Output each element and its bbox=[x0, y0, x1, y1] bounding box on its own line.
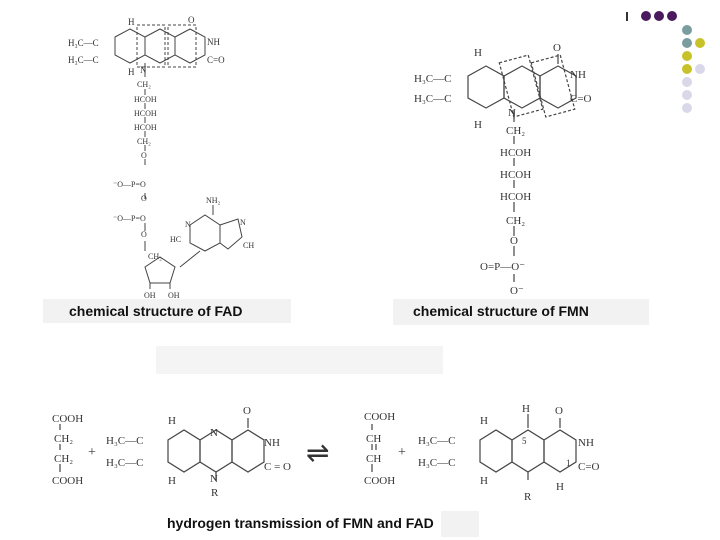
fum-ch-2: CH bbox=[366, 453, 381, 465]
ox-n-top: N bbox=[210, 427, 218, 439]
fmn-co: C=O bbox=[570, 93, 592, 105]
red-nh: NH bbox=[578, 437, 594, 449]
fmn-o-link: O bbox=[510, 235, 518, 247]
fad-hcoh-3: HCOH bbox=[134, 123, 157, 132]
fad-nh2: NH₂ bbox=[206, 196, 221, 205]
ox-h3c-bottom: H₃C—C bbox=[106, 457, 143, 469]
succ-ch2-2: CH₂ bbox=[54, 453, 73, 465]
decor-dot bbox=[667, 11, 677, 21]
ox-co: C = O bbox=[264, 461, 291, 473]
fmn-hcoh-3: HCOH bbox=[500, 191, 531, 203]
decor-dot bbox=[641, 11, 651, 21]
fad-structure: H₃C—C H₃C—C H H O NH C=O N CH₂ HCOH HCOH… bbox=[68, 15, 254, 300]
ox-nh: NH bbox=[264, 437, 280, 449]
fad-n-ad1: N bbox=[185, 220, 191, 229]
fmn-n-ring: N bbox=[508, 107, 516, 119]
ox-h-bottom: H bbox=[168, 475, 176, 487]
reaction-arrow: ⇌ bbox=[306, 438, 329, 469]
fad-o-3: O bbox=[141, 230, 147, 239]
red-n5: 5 bbox=[522, 436, 527, 446]
reaction-scheme: COOH CH₂ CH₂ COOH + H₃C—C H₃C—C H H N N … bbox=[52, 403, 600, 503]
fad-ch2-3: CH₂ bbox=[148, 252, 162, 261]
plus-2: + bbox=[398, 445, 406, 460]
red-co: C=O bbox=[578, 461, 600, 473]
succ-cooh-top: COOH bbox=[52, 413, 83, 425]
caption-transmission: hydrogen transmission of FMN and FAD bbox=[141, 511, 479, 537]
decor-dot bbox=[695, 64, 705, 74]
fad-n-ad2: N bbox=[240, 218, 246, 227]
decor-bar bbox=[626, 12, 628, 21]
fad-ch-ad: CH bbox=[243, 241, 254, 250]
fad-o-top: O bbox=[188, 15, 195, 25]
fad-ch2-1: CH₂ bbox=[137, 80, 151, 89]
fad-o-1: O bbox=[141, 151, 147, 160]
fmn-structure: H H₃C—C H₃C—C H O NH C=O N CH₂ HCOH HCOH… bbox=[414, 42, 592, 297]
fmn-h-bottom: H bbox=[474, 119, 482, 131]
fad-h3c-top: H₃C—C bbox=[68, 38, 99, 48]
ox-r: R bbox=[211, 487, 219, 499]
red-o: O bbox=[555, 405, 563, 417]
fmn-ch2: CH₂ bbox=[506, 125, 525, 137]
red-r: R bbox=[524, 491, 532, 503]
decor-dot bbox=[682, 25, 692, 35]
red-h-n5: H bbox=[522, 403, 530, 415]
decor-dot bbox=[654, 11, 664, 21]
fad-hcoh-1: HCOH bbox=[134, 95, 157, 104]
fum-cooh-top: COOH bbox=[364, 411, 395, 423]
fad-hc: HC bbox=[170, 235, 181, 244]
fmn-nh: NH bbox=[570, 69, 586, 81]
fad-phos-1: ⁻O—P=O bbox=[113, 180, 146, 189]
decor-dot bbox=[682, 103, 692, 113]
fad-o-2: O bbox=[141, 194, 147, 203]
red-h-bottom: H bbox=[480, 475, 488, 487]
fad-h3c-bottom: H₃C—C bbox=[68, 55, 99, 65]
caption-fad: chemical structure of FAD bbox=[43, 299, 291, 323]
fmn-hcoh-1: HCOH bbox=[500, 147, 531, 159]
fad-nh: NH bbox=[207, 37, 220, 47]
fmn-phos: O=P—O⁻ bbox=[480, 261, 525, 273]
ox-h-top: H bbox=[168, 415, 176, 427]
fmn-h-top: H bbox=[474, 47, 482, 59]
decor-dot bbox=[682, 38, 692, 48]
fmn-o-minus: O⁻ bbox=[510, 285, 524, 297]
fad-hcoh-2: HCOH bbox=[134, 109, 157, 118]
decor-dot bbox=[682, 77, 692, 87]
fad-phos-2: ⁻O—P=O bbox=[113, 214, 146, 223]
decor-dot bbox=[695, 38, 705, 48]
fad-n-ring: N bbox=[140, 65, 147, 75]
fmn-h3c-bottom: H₃C—C bbox=[414, 93, 451, 105]
plus-1: + bbox=[88, 445, 96, 460]
ox-n-bottom: N bbox=[210, 473, 218, 485]
fad-h-top: H bbox=[128, 17, 135, 27]
fmn-h3c-top: H₃C—C bbox=[414, 73, 451, 85]
fad-h-bottom: H bbox=[128, 67, 135, 77]
red-h-n1: H bbox=[556, 481, 564, 493]
fad-oh-1: OH bbox=[144, 291, 156, 300]
fad-ch2-2: CH₂ bbox=[137, 137, 151, 146]
decor-dot bbox=[682, 90, 692, 100]
fmn-o-top: O bbox=[553, 42, 561, 54]
fad-co: C=O bbox=[207, 55, 225, 65]
fad-oh-2: OH bbox=[168, 291, 180, 300]
ox-h3c-top: H₃C—C bbox=[106, 435, 143, 447]
decor-dot bbox=[682, 51, 692, 61]
fmn-hcoh-2: HCOH bbox=[500, 169, 531, 181]
fmn-ch2-2: CH₂ bbox=[506, 215, 525, 227]
succ-ch2-1: CH₂ bbox=[54, 433, 73, 445]
fum-cooh-bottom: COOH bbox=[364, 475, 395, 487]
red-h3c-top: H₃C—C bbox=[418, 435, 455, 447]
ox-o: O bbox=[243, 405, 251, 417]
fum-ch-1: CH bbox=[366, 433, 381, 445]
red-n1: 1 bbox=[566, 458, 571, 468]
caption-fmn: chemical structure of FMN bbox=[393, 299, 649, 325]
succ-cooh-bottom: COOH bbox=[52, 475, 83, 487]
red-h3c-bottom: H₃C—C bbox=[418, 457, 455, 469]
red-h-top: H bbox=[480, 415, 488, 427]
decor-dot bbox=[682, 64, 692, 74]
blank-panel bbox=[156, 346, 443, 374]
